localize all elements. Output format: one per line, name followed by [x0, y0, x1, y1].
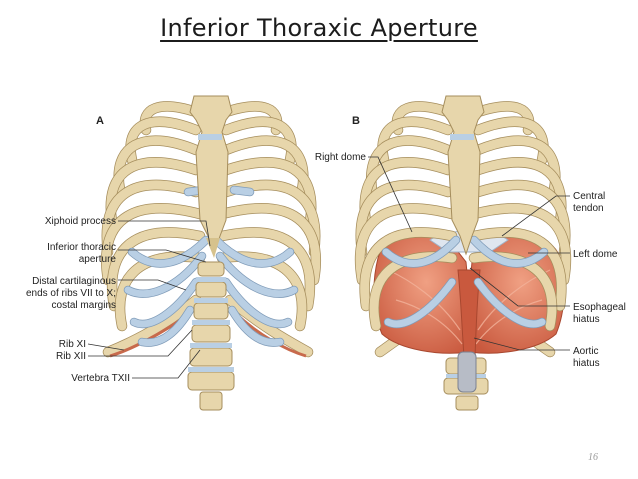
slide-title: Inferior Thoraxic Aperture: [160, 14, 478, 42]
panel-a-illustration: [101, 95, 321, 411]
label-right-dome: Right dome: [315, 152, 367, 163]
label-rib-xii: Rib XII: [56, 351, 86, 362]
label-distal-cartilaginous-1: Distal cartilaginous: [32, 276, 116, 287]
label-xiphoid-process: Xiphoid process: [45, 216, 116, 227]
label-aortic-hiatus-2: hiatus: [573, 358, 600, 369]
label-vertebra-txii: Vertebra TXII: [71, 373, 130, 384]
page-number: 16: [588, 452, 598, 463]
label-distal-cartilaginous-2: ends of ribs VII to X;: [26, 288, 116, 299]
label-inferior-thoracic-aperture-2: aperture: [79, 254, 117, 265]
label-esophageal-hiatus-1: Esophageal: [573, 302, 626, 313]
label-central-tendon-1: Central: [573, 191, 605, 202]
label-distal-cartilaginous-3: costal margins: [52, 300, 116, 311]
panel-label-b: B: [352, 115, 360, 127]
panel-b-illustration: [354, 95, 572, 411]
panel-b-leader-lines: [368, 156, 570, 351]
label-left-dome: Left dome: [573, 249, 618, 260]
label-central-tendon-2: tendon: [573, 203, 604, 214]
label-aortic-hiatus-1: Aortic: [573, 346, 599, 357]
label-inferior-thoracic-aperture-1: Inferior thoracic: [47, 242, 116, 253]
label-rib-xi: Rib XI: [59, 339, 86, 350]
label-esophageal-hiatus-2: hiatus: [573, 314, 600, 325]
panel-label-a: A: [96, 115, 104, 127]
panel-a-leader-lines: [87, 220, 211, 379]
